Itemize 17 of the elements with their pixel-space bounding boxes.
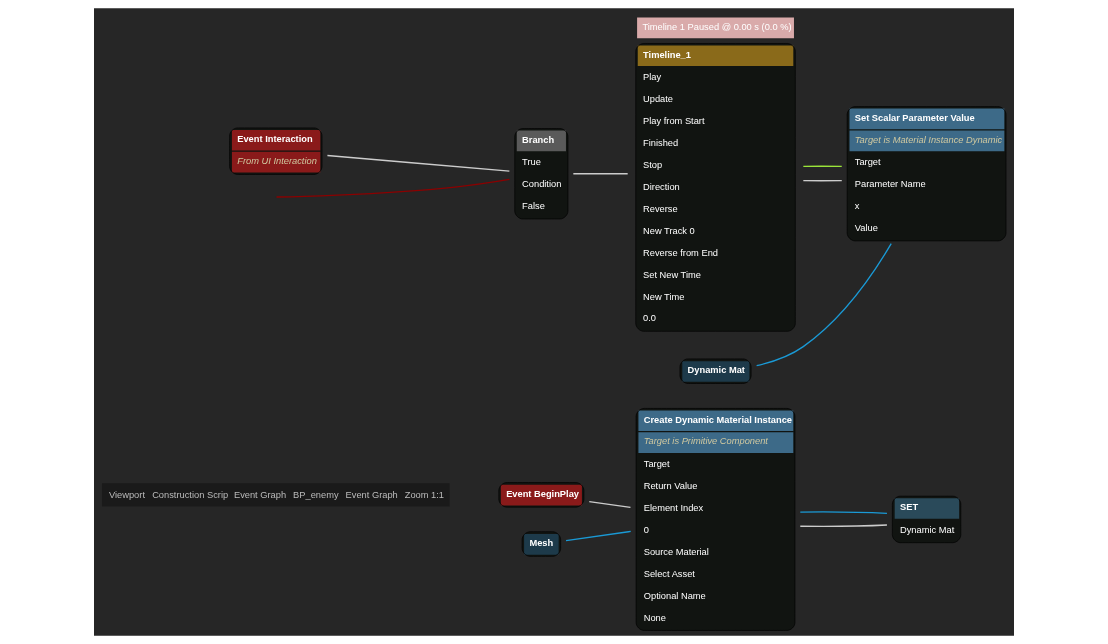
label: Viewport xyxy=(108,489,145,500)
connector xyxy=(802,179,843,182)
connector xyxy=(588,500,632,509)
connector xyxy=(799,511,888,515)
label: Construction Scrip xyxy=(152,489,229,500)
node-label: Timeline 1 Paused @ 0.00 s (0.0 %) xyxy=(642,22,792,33)
label: Event Graph xyxy=(233,489,287,500)
connector xyxy=(755,243,892,367)
connector xyxy=(275,178,511,198)
connector xyxy=(802,165,843,168)
connector xyxy=(799,524,888,528)
label: Zoom 1:1 xyxy=(404,489,445,500)
label: Event Graph xyxy=(345,489,398,500)
label: BP_enemy xyxy=(293,489,339,500)
connector xyxy=(565,530,632,542)
connector xyxy=(572,173,629,175)
connector xyxy=(326,154,511,172)
